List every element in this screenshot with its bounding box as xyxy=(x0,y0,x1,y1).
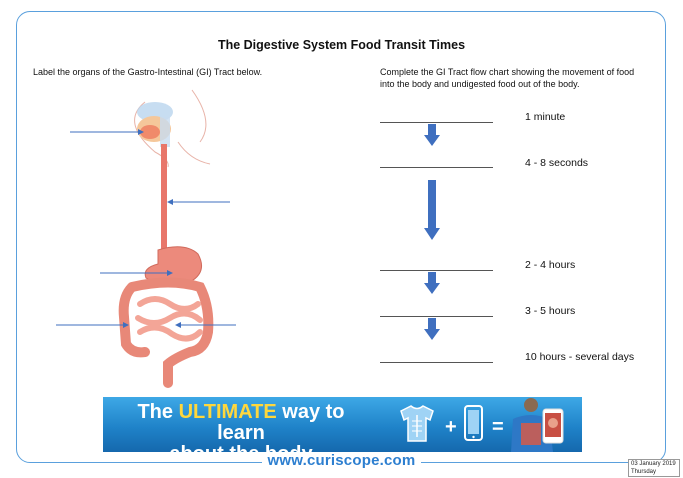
flow-time-3: 2 - 4 hours xyxy=(525,259,576,271)
large-intestine xyxy=(118,277,214,387)
neck-outline xyxy=(177,141,211,165)
flow-blank-2[interactable] xyxy=(380,167,493,168)
banner-word-ultimate: ULTIMATE xyxy=(178,401,277,423)
banner-text: The ULTIMATE way to learn about the body xyxy=(123,401,359,453)
digestive-system-illustration xyxy=(118,89,214,388)
rectum xyxy=(163,362,173,388)
tongue xyxy=(140,125,160,139)
flow-time-1: 1 minute xyxy=(525,111,566,123)
banner-plus: + xyxy=(445,416,457,438)
shoulder-outline xyxy=(191,89,207,143)
url-wrap: www.curiscope.com xyxy=(0,452,683,470)
right-instruction: Complete the GI Tract flow chart showing… xyxy=(380,67,635,89)
small-intestine xyxy=(135,296,203,342)
flow-blank-3[interactable] xyxy=(380,270,493,271)
banner-graphics: + = xyxy=(400,398,564,452)
head-outline xyxy=(134,101,169,168)
flow-arrow-3-icon xyxy=(424,272,440,294)
curiscope-banner[interactable]: The ULTIMATE way to learn about the body… xyxy=(103,397,582,452)
left-instruction: Label the organs of the Gastro-Intestina… xyxy=(33,67,263,77)
weekday-text: Thursday xyxy=(631,468,657,475)
flow-arrow-2-icon xyxy=(424,180,440,240)
tshirt-icon xyxy=(400,405,434,442)
pharynx xyxy=(160,117,170,147)
flow-blank-5[interactable] xyxy=(380,362,493,363)
worksheet-title: The Digestive System Food Transit Times xyxy=(217,38,466,52)
flow-arrow-4-icon xyxy=(424,318,440,340)
banner-word-the: The xyxy=(137,401,174,423)
date-text: 03 January 2019 xyxy=(631,461,676,467)
person-ar-shirt-icon xyxy=(511,398,564,452)
banner-line1-rest: way to learn xyxy=(217,401,345,444)
flow-arrow-1-icon xyxy=(424,124,440,146)
flow-time-2: 4 - 8 seconds xyxy=(525,157,589,169)
flow-time-5: 10 hours - several days xyxy=(525,351,635,363)
banner-equals: = xyxy=(492,416,504,438)
curiscope-url-link[interactable]: www.curiscope.com xyxy=(261,452,422,469)
banner-line2: about the body xyxy=(169,443,312,453)
phone-icon xyxy=(464,405,483,441)
flow-blank-1[interactable] xyxy=(380,122,493,123)
flow-blank-4[interactable] xyxy=(380,316,493,317)
flow-time-4: 3 - 5 hours xyxy=(525,305,576,317)
date-box: 03 January 2019 Thursday xyxy=(628,459,680,477)
